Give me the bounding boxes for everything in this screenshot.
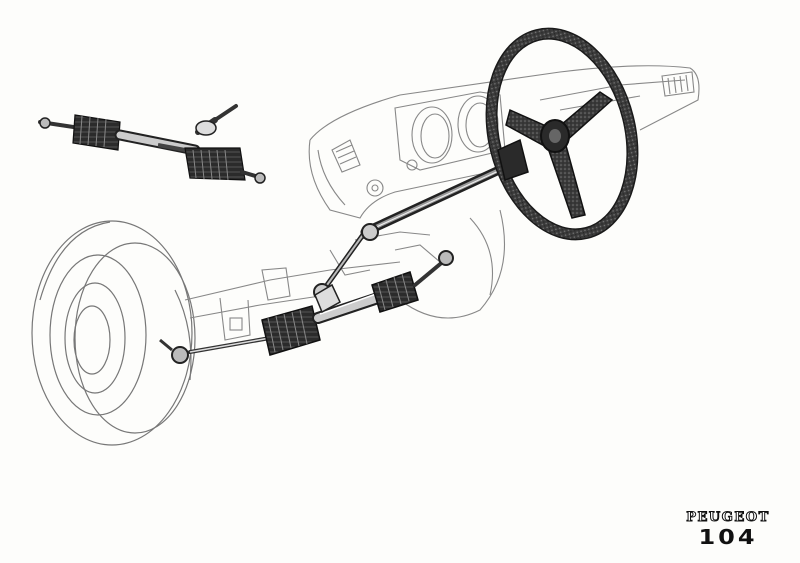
- dashboard: [308, 65, 700, 219]
- rack-detail-inset: [38, 104, 266, 184]
- rack-and-pinion: [159, 250, 454, 364]
- logo-brand-text: PEUGEOT: [686, 510, 770, 525]
- rear-right-wheel: [399, 209, 506, 319]
- peugeot-104-logo: PEUGEOT 104: [678, 510, 778, 549]
- steering-wheel: [485, 27, 639, 241]
- subframe: [184, 231, 441, 341]
- logo-model-text: 104: [698, 525, 758, 549]
- front-wheel: [31, 220, 196, 446]
